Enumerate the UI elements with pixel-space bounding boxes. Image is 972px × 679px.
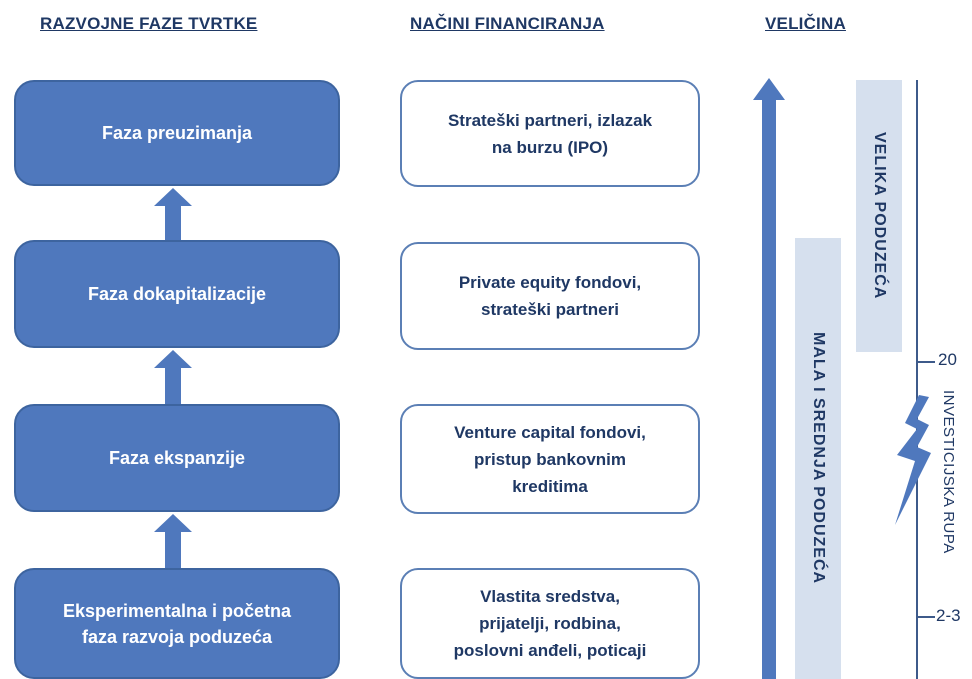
label-small-medium-companies: MALA I SREDNJA PODUZEĆA [795,238,841,679]
investment-gap-label: INVESTICIJSKA RUPA [940,390,957,554]
financing-box-private-equity: Private equity fondovi, strateški partne… [400,242,700,350]
phase-arrow-icon [154,188,192,240]
phase-box-early-stage: Eksperimentalna i početna faza razvoja p… [14,568,340,679]
label-large-companies: VELIKA PODUZEĆA [856,80,902,352]
scale-axis [916,80,935,679]
lightning-icon [895,395,931,525]
financing-box-venture-capital: Venture capital fondovi, pristup bankovn… [400,404,700,514]
financing-box-ipo: Strateški partneri, izlazak na burzu (IP… [400,80,700,187]
header-size: VELIČINA [765,14,846,33]
phase-box-recapitalization: Faza dokapitalizacije [14,240,340,348]
header-phases: RAZVOJNE FAZE TVRTKE [40,14,258,33]
header-financing: NAČINI FINANCIRANJA [410,14,605,33]
financing-box-own-funds: Vlastita sredstva, prijatelji, rodbina, … [400,568,700,679]
tick-label-upper: 20 [938,350,957,369]
tick-label-lower: 2-3 [936,606,961,625]
phase-box-acquisition: Faza preuzimanja [14,80,340,186]
phase-arrow-icon [154,350,192,404]
phase-arrow-icon [154,514,192,568]
size-arrow-icon [753,78,785,679]
phase-box-expansion: Faza ekspanzije [14,404,340,512]
